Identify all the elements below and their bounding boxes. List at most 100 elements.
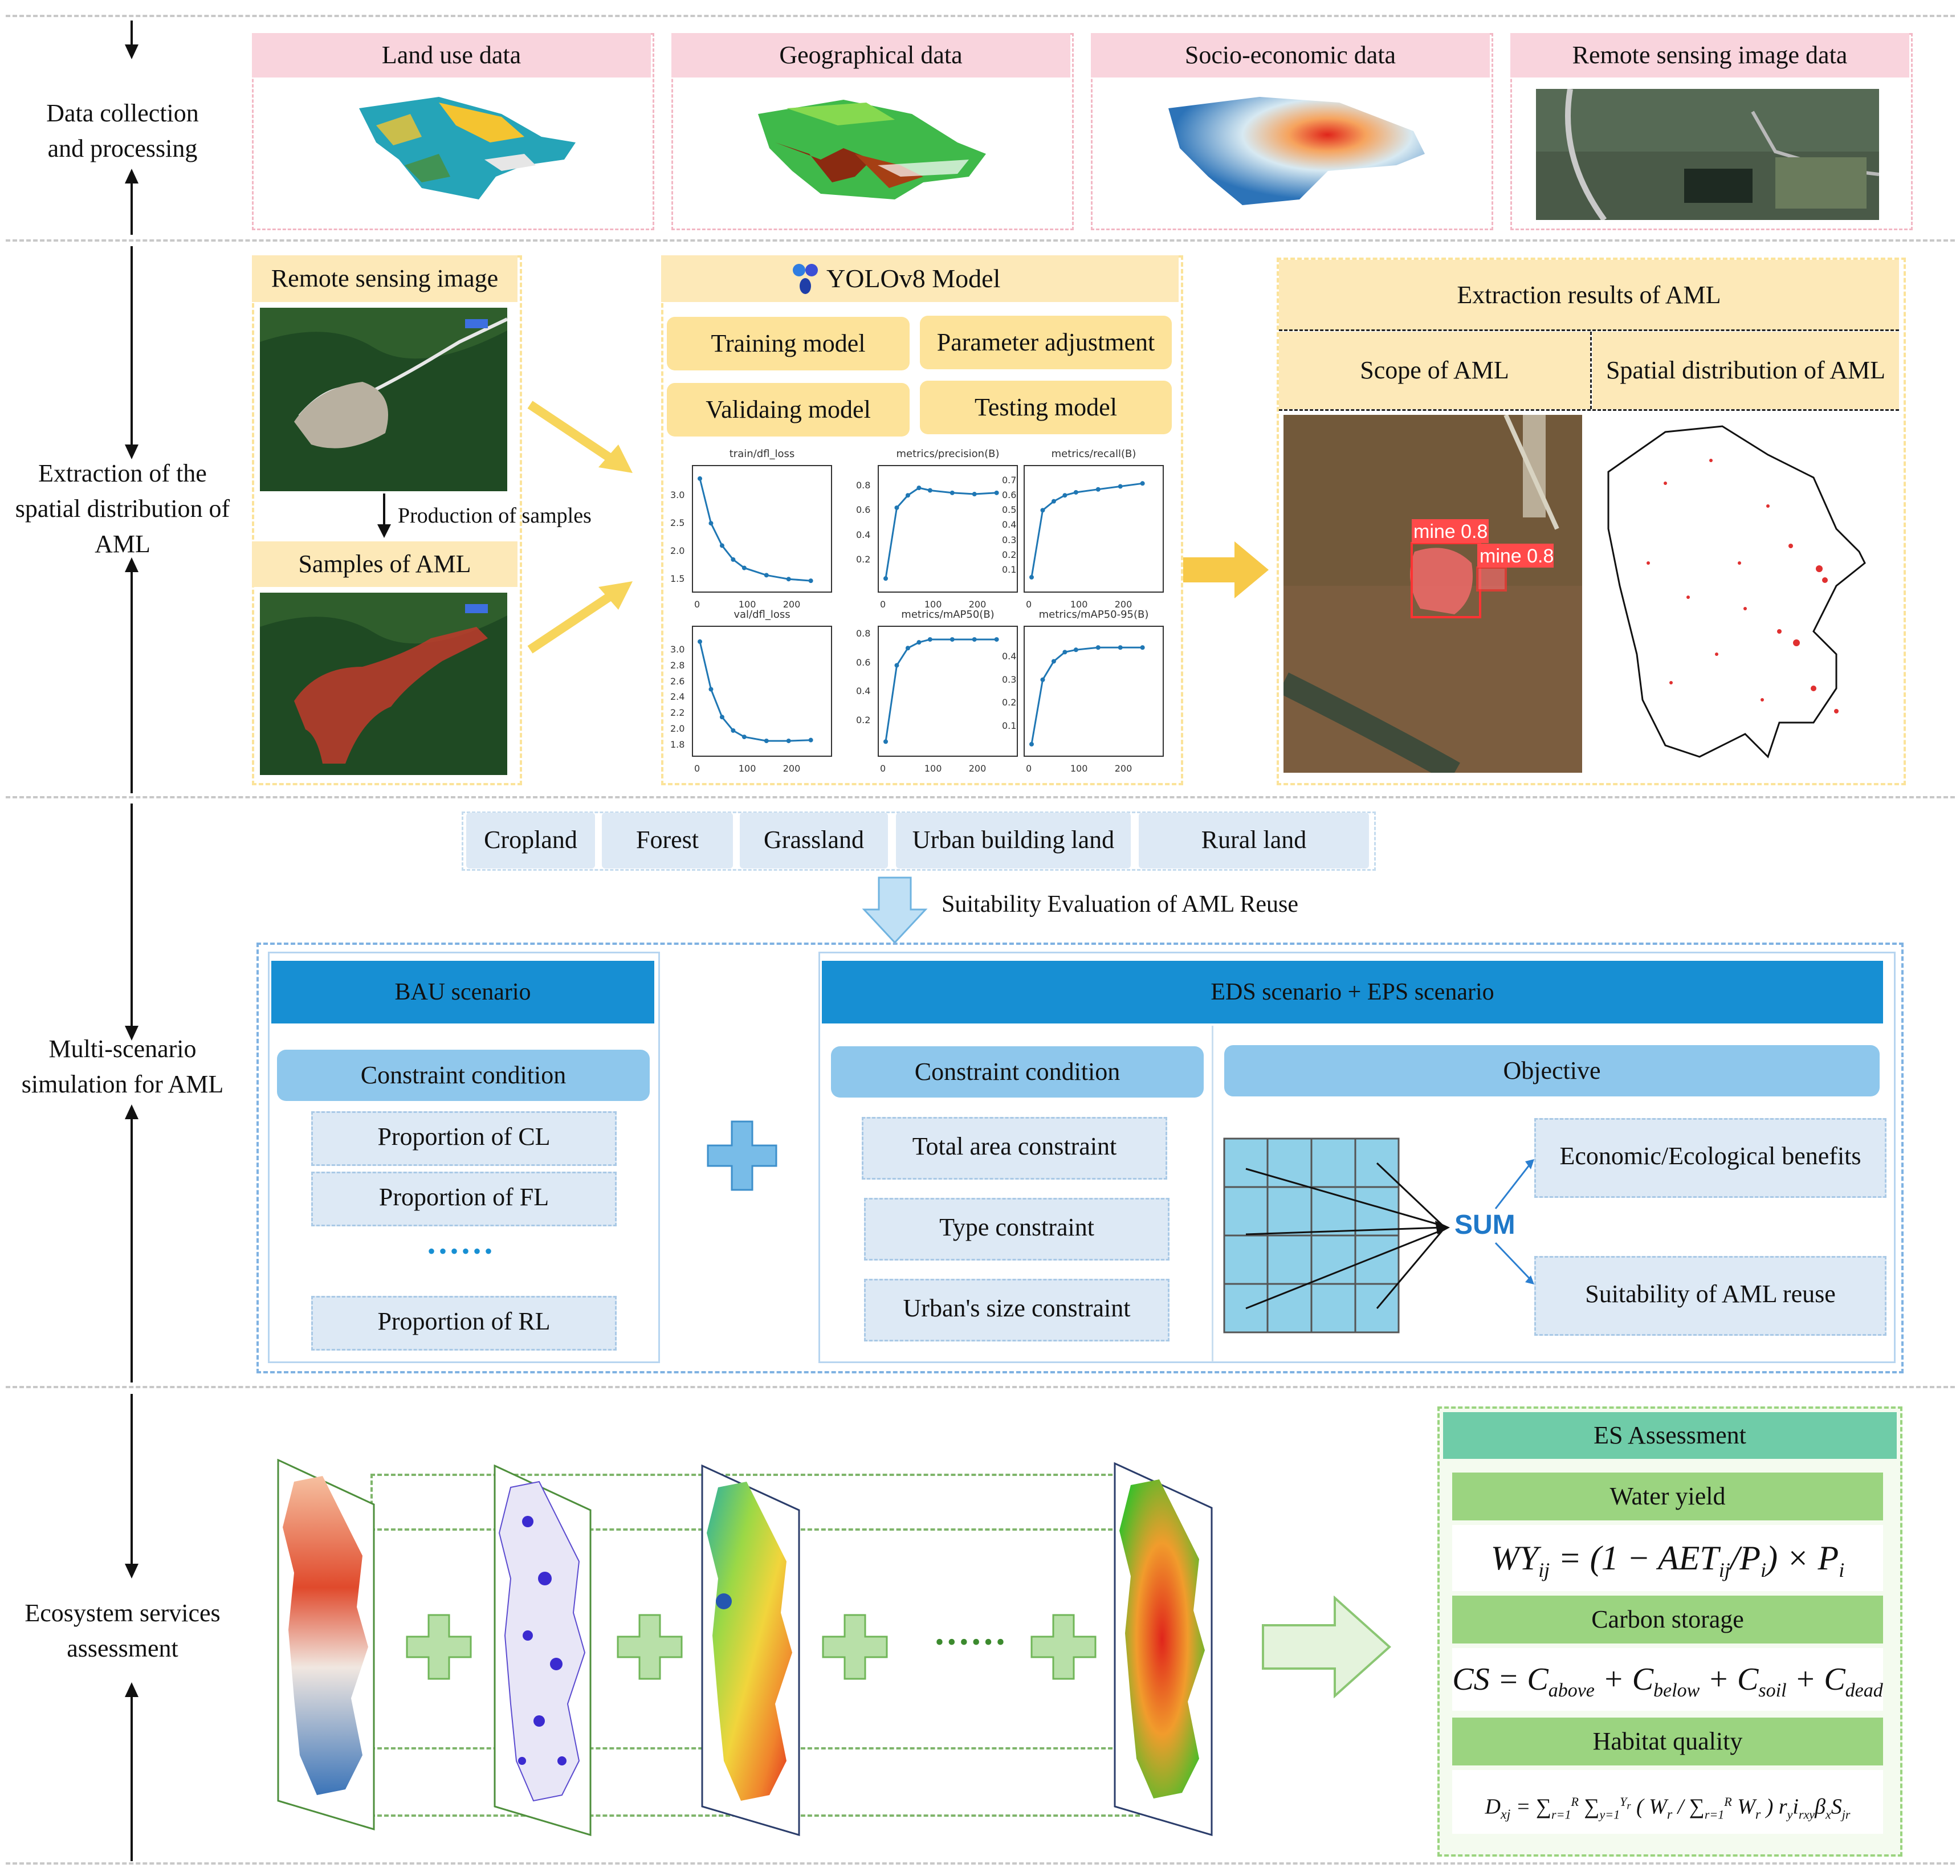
y-tick-label: 0.2 [1002, 549, 1017, 560]
data-point [1095, 645, 1101, 650]
arrow-right-icon [527, 581, 633, 654]
x-tick-label: 200 [1114, 599, 1132, 610]
socio-economic-label: Socio-economic data [1091, 33, 1490, 78]
data-point [883, 576, 888, 581]
x-tick-label: 100 [738, 599, 756, 610]
x-tick-label: 200 [1114, 763, 1132, 774]
x-tick-label: 0 [1026, 763, 1032, 774]
y-tick-label: 0.6 [856, 504, 871, 516]
data-point [698, 476, 702, 481]
y-tick-label: 0.5 [1002, 504, 1017, 516]
x-tick-label: 200 [968, 763, 987, 774]
es-assessment-header: ES Assessment [1443, 1412, 1897, 1459]
stage-line [131, 1696, 133, 1861]
y-tick-label: 0.8 [856, 479, 871, 491]
x-tick-label: 0 [694, 599, 700, 610]
production-arrow [383, 494, 385, 527]
data-point [1051, 499, 1056, 504]
eds-divider [1212, 1026, 1213, 1362]
remote-sensing-photo [1536, 89, 1879, 220]
proportion-fl: Proportion of FL [311, 1172, 617, 1226]
separator-1 [6, 15, 1955, 17]
x-tick-label: 0 [880, 599, 886, 610]
chart-plot [698, 639, 813, 744]
y-tick-label: 0.4 [1002, 651, 1017, 662]
arrow-up-icon [125, 1104, 138, 1119]
carbon-storage-formula: CS = Cabove + Cbelow + Csoil + Cdead [1452, 1648, 1883, 1711]
objective-header: Objective [1224, 1045, 1880, 1096]
y-tick-label: 3.0 [670, 643, 685, 655]
grid-sum-diagram [1223, 1137, 1534, 1333]
production-label: Production of samples [398, 504, 592, 528]
data-point [708, 521, 714, 526]
arrow-down-icon [862, 876, 928, 944]
eds-constraint-header: Constraint condition [831, 1046, 1204, 1098]
chart-plot [1029, 645, 1145, 747]
x-tick-label: 200 [968, 599, 987, 610]
samples-label: Samples of AML [252, 541, 517, 587]
scope-label: Scope of AML [1279, 332, 1590, 409]
parameter-adjustment-button[interactable]: Parameter adjustment [920, 316, 1172, 369]
arrow-down-icon [125, 444, 138, 459]
proportion-cl: Proportion of CL [311, 1111, 617, 1166]
data-point [905, 646, 910, 651]
urban-size-constraint: Urban's size constraint [864, 1279, 1170, 1341]
arrow-right-icon [527, 401, 633, 473]
training-model-button[interactable]: Training model [667, 317, 910, 370]
x-tick-label: 100 [738, 763, 756, 774]
land-type-cropland: Cropland [466, 813, 595, 868]
stage-label-extraction: Extraction of the spatial distribution o… [15, 459, 230, 558]
spatial-distribution-map [1597, 415, 1897, 773]
series-line [885, 638, 997, 742]
x-tick-label: 100 [924, 763, 942, 774]
land-use-map [359, 97, 576, 199]
data-point [764, 739, 769, 744]
data-point [808, 578, 813, 584]
data-point [972, 492, 977, 497]
data-point [994, 637, 999, 642]
data-point [1040, 508, 1045, 513]
spatial-label: Spatial distribution of AML [1592, 332, 1899, 409]
arrow-down-icon [125, 1564, 138, 1579]
carbon-storage-header: Carbon storage [1452, 1596, 1883, 1643]
arrow-up-icon [125, 169, 138, 183]
data-point [894, 663, 899, 668]
data-point [950, 490, 955, 495]
validating-model-button[interactable]: Validaing model [667, 383, 910, 437]
y-tick-label: 0.6 [1002, 490, 1017, 501]
arrow-down-icon [377, 524, 391, 538]
data-point [741, 735, 747, 740]
stage-line [131, 21, 133, 49]
plus-icon [707, 1120, 777, 1191]
x-tick-label: 0 [694, 763, 700, 774]
socio-economic-map [1168, 97, 1425, 205]
bau-scenario-header: BAU scenario [271, 961, 654, 1023]
series-line [699, 641, 811, 742]
habitat-quality-header: Habitat quality [1452, 1718, 1883, 1765]
data-point [994, 490, 999, 495]
suitability-of-aml-reuse: Suitability of AML reuse [1534, 1256, 1886, 1336]
data-point [1029, 741, 1034, 747]
stage-label-simulation: Multi-scenario simulation for AML [21, 1035, 224, 1098]
y-tick-label: 2.8 [670, 659, 685, 671]
y-tick-label: 0.2 [856, 714, 871, 725]
land-type-forest: Forest [602, 813, 733, 868]
yolo-header [661, 255, 1179, 302]
y-tick-label: 0.4 [856, 686, 871, 696]
chart-plot [698, 476, 813, 584]
data-point [1029, 574, 1034, 580]
y-tick-label: 0.2 [856, 554, 871, 565]
chart-title: metrics/precision(B) [896, 448, 1000, 460]
arrow-down-icon [125, 1026, 138, 1041]
data-point [1062, 493, 1067, 498]
elevation-map [701, 1465, 800, 1837]
x-tick-label: 0 [1026, 599, 1032, 610]
stage-line [131, 571, 133, 793]
y-tick-label: 0.1 [1002, 564, 1017, 575]
testing-model-button[interactable]: Testing model [920, 381, 1172, 434]
y-tick-label: 1.5 [670, 573, 685, 585]
